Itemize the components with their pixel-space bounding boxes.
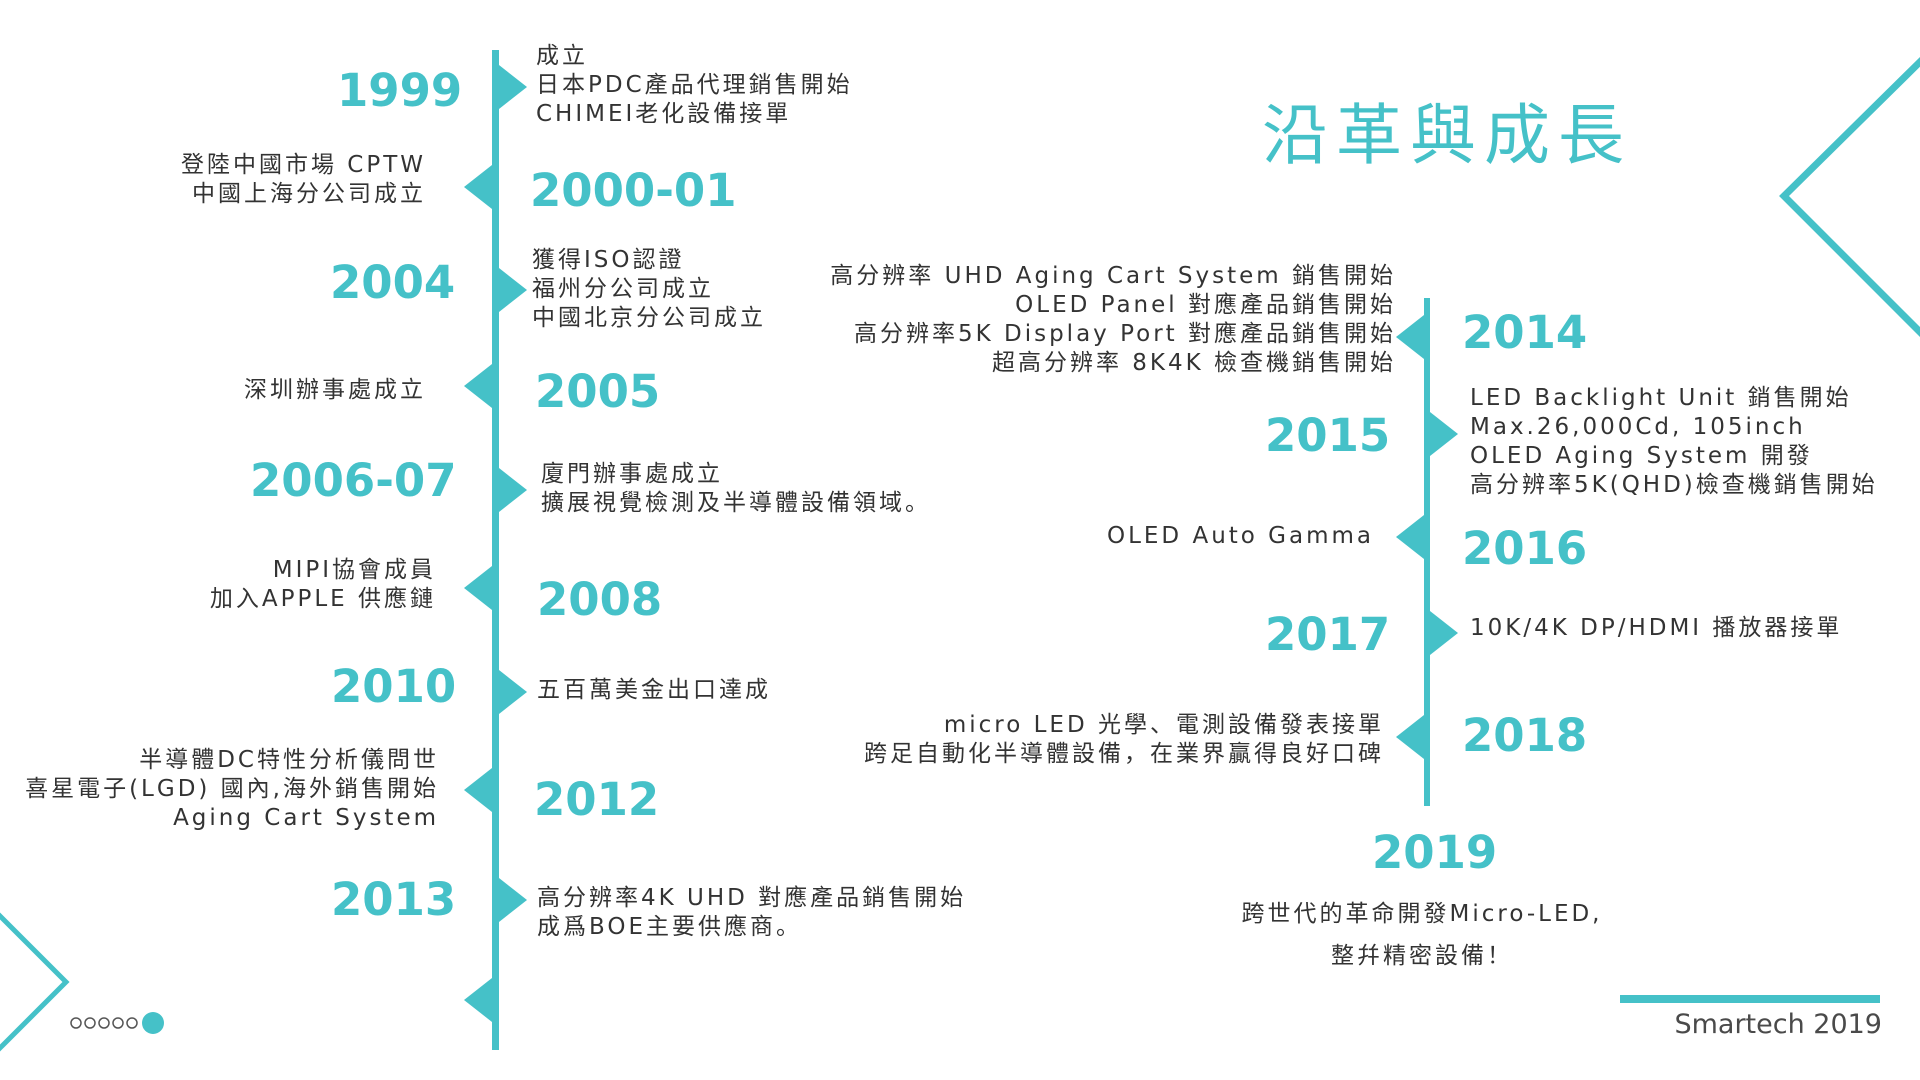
timeline-marker xyxy=(1396,315,1424,359)
year-label: 2016 xyxy=(1462,522,1588,575)
milestone-line: 深圳辦事處成立 xyxy=(244,377,426,403)
corner-chevron-bottom-left xyxy=(0,912,70,1052)
milestone-line: 福州分公司成立 xyxy=(532,276,714,302)
milestone-description: 成立 日本PDC產品代理銷售開始 CHIMEI老化設備接單 xyxy=(536,42,853,129)
page-title: 沿革與成長 xyxy=(1262,97,1632,174)
milestone-description: MIPI協會成員 加入APPLE 供應鏈 xyxy=(210,556,436,614)
year-label: 2018 xyxy=(1462,709,1588,762)
milestone-description: 半導體DC特性分析儀問世 喜星電子(LGD) 國內,海外銷售開始 Aging C… xyxy=(25,746,439,833)
milestone-line: Max.26,000Cd, 105inch xyxy=(1470,414,1806,440)
year-label: 2015 xyxy=(1265,409,1391,462)
timeline-marker xyxy=(499,670,527,714)
milestone-line: 成爲BOE主要供應商。 xyxy=(537,914,803,940)
milestone-description: 獲得ISO認證 福州分公司成立 中國北京分公司成立 xyxy=(532,246,766,333)
milestone-line: LED Backlight Unit 銷售開始 xyxy=(1470,385,1852,411)
corner-chevron-top-right xyxy=(1779,56,1920,337)
milestone-line: 擴展視覺檢測及半導體設備領域。 xyxy=(541,490,931,516)
milestone-line: Aging Cart System xyxy=(173,805,439,831)
footer-text: Smartech 2019 xyxy=(1674,1009,1882,1040)
timeline-marker xyxy=(464,978,492,1022)
milestone-description: 高分辨率4K UHD 對應產品銷售開始 成爲BOE主要供應商。 xyxy=(537,884,966,942)
timeline-marker xyxy=(499,878,527,922)
milestone-line: CHIMEI老化設備接單 xyxy=(536,101,792,127)
timeline-marker xyxy=(499,268,527,312)
timeline-marker xyxy=(499,65,527,109)
left-timeline-line xyxy=(492,50,499,1050)
milestone-line: 高分辨率 UHD Aging Cart System 銷售開始 xyxy=(830,263,1396,289)
milestone-description: 廈門辦事處成立 擴展視覺檢測及半導體設備領域。 xyxy=(541,460,931,518)
timeline-marker xyxy=(464,768,492,812)
timeline-marker xyxy=(1430,611,1458,655)
milestone-description: 跨世代的革命開發Micro-LED, 整幷精密設備！ xyxy=(1232,893,1612,977)
page-dot xyxy=(112,1017,124,1029)
milestone-description: 高分辨率 UHD Aging Cart System 銷售開始 OLED Pan… xyxy=(830,262,1396,378)
footer-accent-bar xyxy=(1620,995,1880,1003)
milestone-description: 登陸中國市場 CPTW 中國上海分公司成立 xyxy=(181,151,426,209)
pagination-dots xyxy=(70,1012,164,1034)
milestone-description: OLED Auto Gamma xyxy=(1107,522,1374,551)
page-dot xyxy=(70,1017,82,1029)
year-label: 2010 xyxy=(331,660,457,713)
milestone-line: 高分辨率5K Display Port 對應產品銷售開始 xyxy=(853,321,1396,347)
milestone-line: 跨世代的革命開發Micro-LED, xyxy=(1241,901,1603,927)
milestone-line: 成立 xyxy=(536,43,588,69)
milestone-description: LED Backlight Unit 銷售開始 Max.26,000Cd, 10… xyxy=(1470,384,1878,500)
page-dot xyxy=(84,1017,96,1029)
year-label: 2012 xyxy=(534,773,660,826)
timeline-marker xyxy=(464,165,492,209)
milestone-line: MIPI協會成員 xyxy=(272,557,436,583)
timeline-marker xyxy=(499,468,527,512)
year-label: 2005 xyxy=(535,365,661,418)
timeline-marker xyxy=(464,364,492,408)
right-timeline-line xyxy=(1424,298,1430,806)
milestone-description: 10K/4K DP/HDMI 播放器接單 xyxy=(1470,614,1842,643)
milestone-line: OLED Panel 對應產品銷售開始 xyxy=(1015,292,1396,318)
year-label: 2017 xyxy=(1265,608,1391,661)
milestone-description: 五百萬美金出口達成 xyxy=(537,676,771,705)
milestone-description: 深圳辦事處成立 xyxy=(244,376,426,405)
milestone-line: 跨足自動化半導體設備，在業界贏得良好口碑 xyxy=(864,741,1384,767)
milestone-line: 超高分辨率 8K4K 檢查機銷售開始 xyxy=(991,350,1396,376)
milestone-line: 加入APPLE 供應鏈 xyxy=(209,586,436,612)
timeline-marker xyxy=(1430,412,1458,456)
year-label: 2014 xyxy=(1462,306,1588,359)
milestone-line: 喜星電子(LGD) 國內,海外銷售開始 xyxy=(25,776,439,802)
year-label: 2000-01 xyxy=(530,164,737,217)
page-dot-active xyxy=(142,1012,164,1034)
milestone-line: 日本PDC產品代理銷售開始 xyxy=(536,72,853,98)
milestone-line: 中國北京分公司成立 xyxy=(532,305,766,331)
year-label: 1999 xyxy=(337,64,463,117)
year-label: 2013 xyxy=(331,873,457,926)
year-label: 2008 xyxy=(537,573,663,626)
milestone-line: 半導體DC特性分析儀問世 xyxy=(139,747,439,773)
timeline-marker xyxy=(464,566,492,610)
milestone-line: 整幷精密設備！ xyxy=(1331,943,1513,969)
milestone-line: OLED Aging System 開發 xyxy=(1470,443,1813,469)
page-dot xyxy=(126,1017,138,1029)
milestone-line: 10K/4K DP/HDMI 播放器接單 xyxy=(1470,615,1843,641)
milestone-line: 廈門辦事處成立 xyxy=(541,461,723,487)
year-label: 2004 xyxy=(330,256,456,309)
milestone-line: 高分辨率4K UHD 對應產品銷售開始 xyxy=(537,885,967,911)
milestone-line: 中國上海分公司成立 xyxy=(192,181,426,207)
page-dot xyxy=(98,1017,110,1029)
milestone-line: 登陸中國市場 CPTW xyxy=(180,152,426,178)
milestone-line: 獲得ISO認證 xyxy=(532,247,685,273)
milestone-line: 高分辨率5K(QHD)檢查機銷售開始 xyxy=(1470,472,1878,498)
timeline-marker xyxy=(1396,515,1424,559)
timeline-marker xyxy=(1396,715,1424,759)
milestone-description: micro LED 光學、電測設備發表接單 跨足自動化半導體設備，在業界贏得良好… xyxy=(864,711,1384,769)
milestone-line: micro LED 光學、電測設備發表接單 xyxy=(943,712,1384,738)
milestone-line: OLED Auto Gamma xyxy=(1106,523,1374,549)
milestone-line: 五百萬美金出口達成 xyxy=(537,677,771,703)
year-label: 2006-07 xyxy=(250,454,457,507)
year-label: 2019 xyxy=(1372,826,1498,879)
